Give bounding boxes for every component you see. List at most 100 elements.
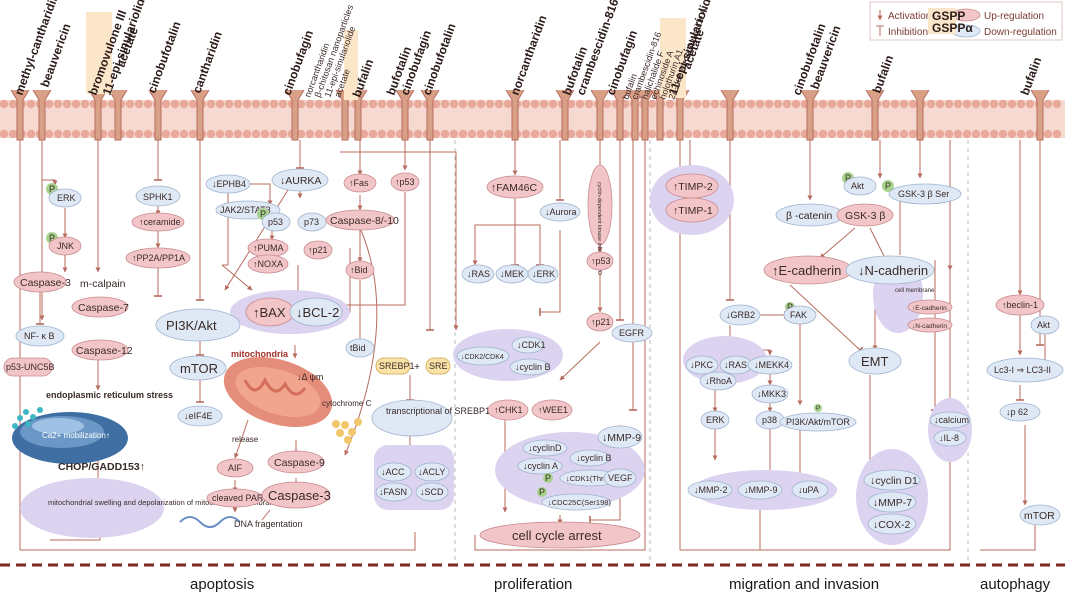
wee1-node: ↑WEE1: [538, 405, 568, 415]
membrane-bead: [107, 129, 117, 139]
membrane-bead: [998, 99, 1008, 109]
cdc25c-node: ↓CDC25C(Ser198): [548, 498, 611, 507]
membrane-bead: [8, 99, 18, 109]
membrane-bead: [899, 129, 909, 139]
membrane-bead: [206, 129, 216, 139]
legend-activation: Activation: [888, 11, 931, 22]
membrane-bead: [188, 99, 198, 109]
receptor: [625, 89, 645, 141]
membrane-bead: [530, 99, 540, 109]
cyclinb-node: ↓cyclin B: [515, 362, 551, 372]
phospho-label: P: [545, 473, 551, 483]
receptor: [285, 89, 305, 141]
membrane-bead: [170, 129, 180, 139]
membrane-bead: [215, 129, 225, 139]
membrane-bead: [683, 99, 693, 109]
membrane-bead: [476, 129, 486, 139]
emt-node: EMT: [861, 354, 889, 369]
membrane-bead: [269, 99, 279, 109]
membrane-bead: [494, 99, 504, 109]
membrane-bead: [134, 129, 144, 139]
membrane-bead: [125, 99, 135, 109]
membrane-bead: [188, 129, 198, 139]
mmp7-node: ↓MMP-7: [873, 497, 912, 509]
membrane-bead: [521, 99, 531, 109]
membrane-bead: [773, 129, 783, 139]
membrane-bead: [782, 129, 792, 139]
cyclind-node: ↓cyclinD: [528, 443, 562, 453]
membrane-bead: [44, 129, 54, 139]
membrane-bead: [908, 129, 918, 139]
phospho-label: P: [845, 173, 851, 183]
membrane-bead: [1016, 129, 1026, 139]
parp-node: cleaved PARP: [212, 493, 269, 503]
membrane-bead: [962, 99, 972, 109]
membrane-bead: [278, 99, 288, 109]
membrane-bead: [710, 129, 720, 139]
p38-node: p38: [762, 415, 777, 425]
membrane-bead: [701, 99, 711, 109]
fak-node: FAK: [790, 310, 807, 320]
sre-node: SRE: [429, 361, 448, 371]
erk2-node: ↓ERK: [532, 269, 555, 279]
caspase7-node: Caspase-7: [78, 302, 129, 314]
membrane-bead: [719, 99, 729, 109]
membrane-bead: [1025, 99, 1035, 109]
receptor: [865, 89, 885, 141]
membrane-bead: [269, 129, 279, 139]
drug-gsppa: GSPPα: [932, 21, 973, 35]
membrane-bead: [692, 129, 702, 139]
delta-psi-label: ↓Δ ψm: [297, 372, 323, 382]
membrane-bead: [791, 129, 801, 139]
membrane-bead: [1007, 99, 1017, 109]
membrane-bead: [449, 99, 459, 109]
caspase3-node: Caspase-3: [268, 488, 331, 503]
membrane-bead: [935, 99, 945, 109]
cdk2-node: ↓CDK2/CDK4: [461, 354, 504, 361]
mitochondria-graphic: [223, 356, 362, 444]
mmp9b-node: ↓MMP-9: [744, 485, 778, 495]
membrane-bead: [1043, 99, 1053, 109]
membrane-bead: [845, 99, 855, 109]
membrane-bead: [134, 99, 144, 109]
membrane-bead: [989, 99, 999, 109]
membrane-bead: [332, 99, 342, 109]
membrane-bead: [602, 129, 612, 139]
drug-norcantharidin: norcantharidin: [508, 13, 550, 97]
p53b-node: ↑p53: [395, 177, 415, 187]
membrane-bead: [233, 99, 243, 109]
cytc-label: cytochrome C: [322, 399, 372, 408]
membrane-bead: [368, 99, 378, 109]
membrane-bead: [890, 99, 900, 109]
mtor2-node: mTOR: [1024, 510, 1055, 522]
cyclind1-node: ↓cyclin D1: [870, 475, 918, 487]
membrane-bead: [692, 99, 702, 109]
cdk1t-node: ↓CDK1(Thr161): [566, 474, 619, 483]
membrane-bead: [710, 99, 720, 109]
membrane-bead: [863, 99, 873, 109]
membrane-bead: [962, 129, 972, 139]
cox2-node: ↓COX-2: [873, 519, 911, 531]
membrane-bead: [476, 99, 486, 109]
legend: Activation Inhibition Up-regulation Down…: [869, 1, 1063, 41]
membrane-bead: [755, 99, 765, 109]
membrane-bead: [863, 129, 873, 139]
membrane-bead: [413, 129, 423, 139]
membrane-bead: [278, 129, 288, 139]
membrane-bead: [53, 129, 63, 139]
membrane-bead: [503, 99, 513, 109]
membrane-bead: [836, 99, 846, 109]
pi3k-mtor-node: PI3K/Akt/mTOR: [786, 417, 850, 427]
membrane-bead: [467, 129, 477, 139]
membrane-bead: [737, 129, 747, 139]
membrane-bead: [206, 99, 216, 109]
cdk1-node: ↓CDK1: [517, 340, 546, 350]
membrane-bead: [701, 129, 711, 139]
membrane-bead: [584, 129, 594, 139]
er-graphic: [12, 407, 128, 464]
membrane-bead: [62, 129, 72, 139]
gsk3bser-node: GSK-3 β Ser: [898, 189, 949, 199]
drug-cantharidin: cantharidin: [190, 29, 225, 95]
receptor: [108, 89, 128, 141]
